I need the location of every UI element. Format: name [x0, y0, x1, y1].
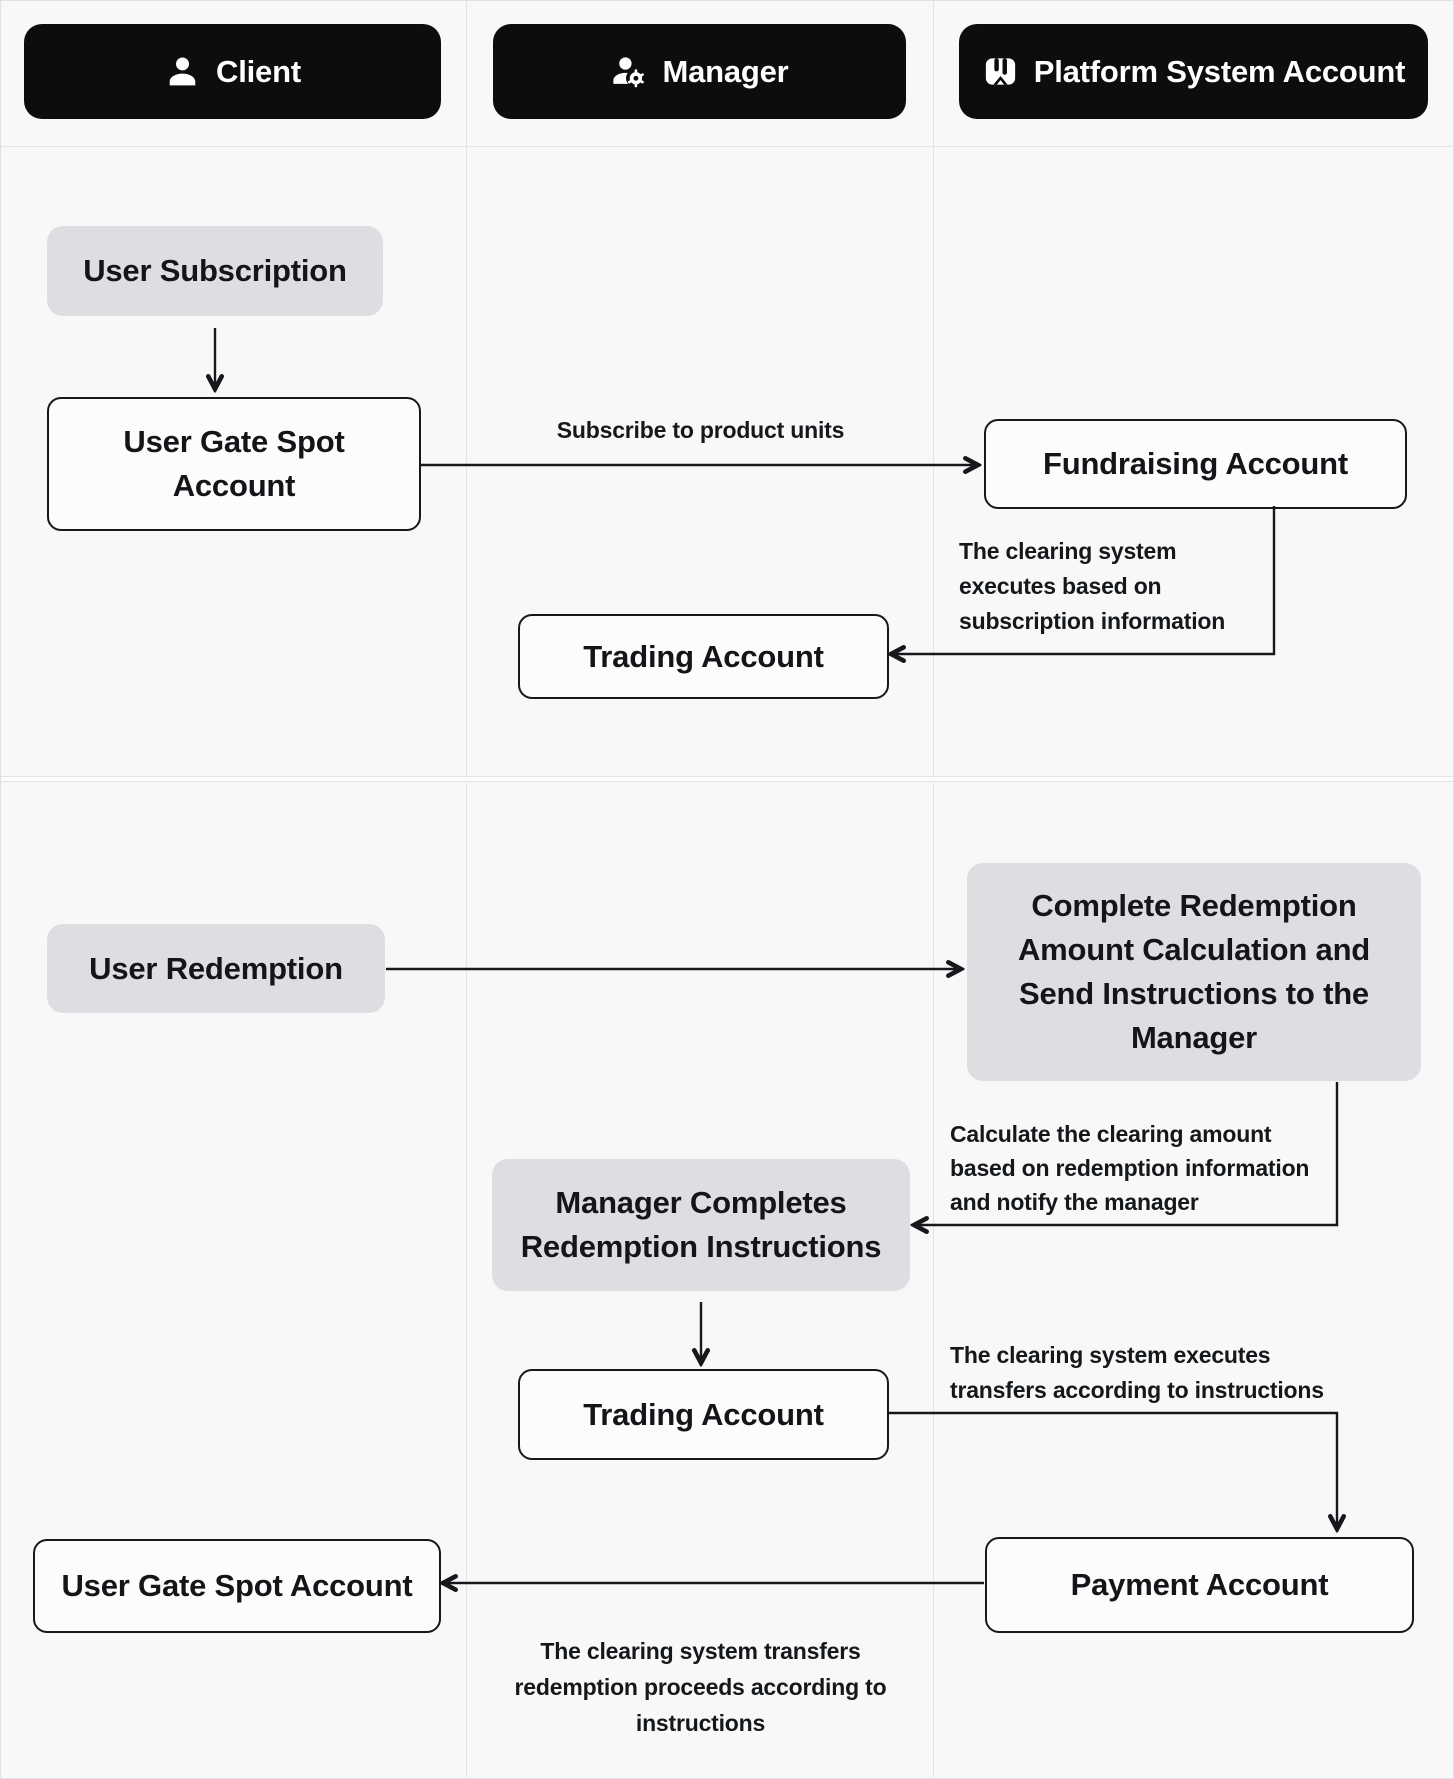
label-clearing-system-subscription: The clearing system executes based on su…: [959, 538, 1226, 634]
node-manager-completes-redemption: Manager Completes Redemption Instruction…: [492, 1159, 910, 1291]
node-user-subscription: User Subscription: [47, 226, 383, 316]
person-icon: [169, 57, 196, 86]
lane-header-client: Client: [24, 24, 441, 119]
bank-icon: [985, 58, 1015, 85]
label-clearing-system-redemption-proceeds: The clearing system transfers redemption…: [514, 1638, 887, 1736]
lane-header-manager: Manager: [493, 24, 906, 119]
node-trading-account-2: Trading Account: [518, 1369, 889, 1460]
lane-header-platform: Platform System Account: [959, 24, 1428, 119]
node-trading-account-1: Trading Account: [518, 614, 889, 699]
lane-label: Platform System Account: [1033, 53, 1406, 89]
node-payment-account: Payment Account: [985, 1537, 1414, 1633]
node-complete-redemption-calculation: Complete Redemption Amount Calculation a…: [967, 863, 1421, 1081]
node-user-gate-spot-account-2: User Gate Spot Account: [33, 1539, 441, 1633]
lane-manager: [467, 1, 934, 1778]
manager-icon: [613, 57, 645, 88]
section-divider: [1, 776, 1453, 782]
lane-label: Manager: [662, 53, 789, 89]
node-fundraising-account: Fundraising Account: [984, 419, 1407, 509]
node-user-redemption: User Redemption: [47, 924, 385, 1013]
label-calculate-clearing-amount: Calculate the clearing amount based on r…: [950, 1121, 1310, 1215]
node-user-gate-spot-account-1: User Gate Spot Account: [47, 397, 421, 531]
header-divider: [1, 146, 1453, 147]
lane-label: Client: [216, 53, 301, 89]
label-subscribe-to-product-units: Subscribe to product units: [556, 417, 845, 443]
label-clearing-system-transfers-instructions: The clearing system executes transfers a…: [950, 1342, 1324, 1403]
